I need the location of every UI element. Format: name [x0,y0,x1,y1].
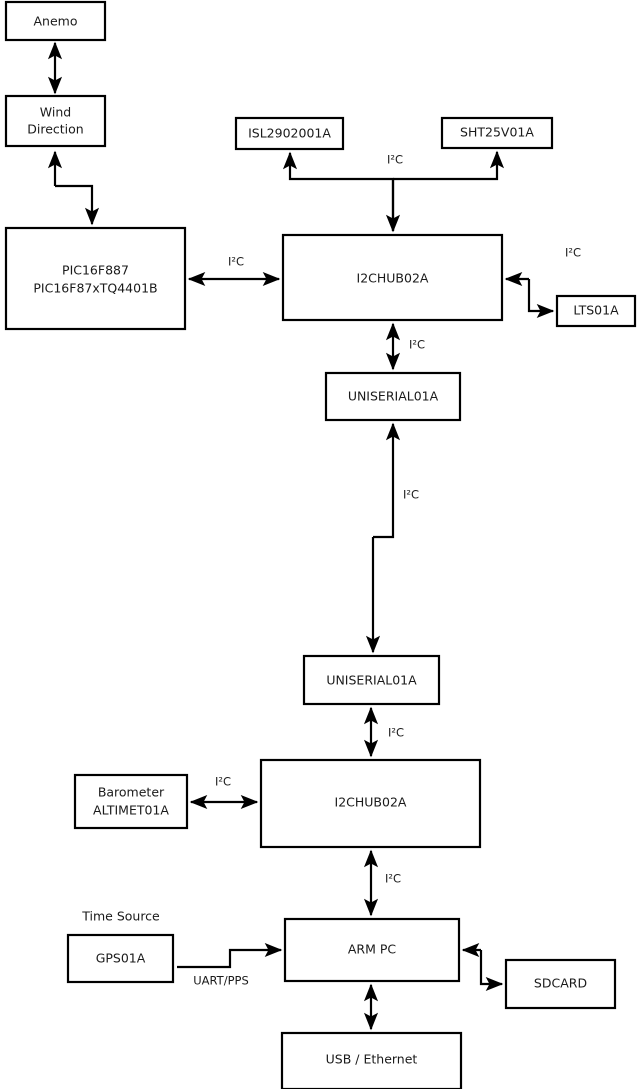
node-uniserial01a-lower[interactable]: UNISERIAL01A [302,654,441,706]
edge-label-i2c-uniserial-hub2: I²C [388,726,404,740]
node-i2chub02a-bottom-label: I2CHUB02A [335,795,407,810]
node-uniserial01a-lower-box[interactable] [302,654,441,706]
edge-label-i2c-uniserial-uniserial: I²C [403,488,419,502]
node-sdcard[interactable]: SDCARD [504,958,617,1010]
node-usb-ethernet[interactable]: USB / Ethernet [280,1031,463,1089]
node-pic-mcu-box[interactable] [4,226,187,331]
node-sdcard-label: SDCARD [534,976,587,991]
edge-label-i2c-hub2-armpc: I²C [385,872,401,886]
node-sht25v01a-label: SHT25V01A [460,125,534,140]
node-wind-direction-label-line1: Wind [40,105,71,120]
label-time-source: Time Source [81,909,160,924]
node-arm-pc-label: ARM PC [348,942,397,957]
edge-label-uart-pps: UART/PPS [193,974,249,988]
node-sht25v01a[interactable]: SHT25V01A [440,116,554,150]
edge-bus-to-sht [393,150,505,181]
node-anemo-box[interactable] [4,0,107,42]
node-i2chub02a-bottom-box[interactable] [259,758,482,849]
node-arm-pc[interactable]: ARM PC [283,917,461,983]
node-sht25v01a-box[interactable] [440,116,554,150]
node-lts01a[interactable]: LTS01A [555,294,637,328]
edge-label-i2c-barometer-hub2: I²C [215,775,231,789]
node-pic-mcu-label-line2: PIC16F87xTQ4401B [33,281,157,296]
node-anemo-label: Anemo [34,14,78,29]
edge-label-i2c-pic-hub: I²C [228,255,244,269]
node-isl2902001a-label: ISL2902001A [248,126,331,141]
edge-label-i2c-lts: I²C [565,246,581,260]
node-pic-mcu-label-line1: PIC16F887 [62,263,129,278]
node-isl2902001a-box[interactable] [234,116,345,151]
node-i2chub02a-bottom[interactable]: I2CHUB02A [259,758,482,849]
node-i2chub02a-top-label: I2CHUB02A [357,271,429,286]
node-barometer-label-line1: Barometer [98,785,165,800]
node-uniserial01a-upper-box[interactable] [324,371,462,422]
node-i2chub02a-top[interactable]: I2CHUB02A [281,233,504,322]
node-gps01a[interactable]: GPS01A [66,933,175,984]
node-wind-direction-label-line2: Direction [27,122,83,137]
node-gps01a-box[interactable] [66,933,175,984]
edge-gps-armpc [177,942,283,969]
node-barometer-label-line2: ALTIMET01A [93,803,169,818]
edge-uniserial-link-up [373,422,401,539]
node-barometer[interactable]: Barometer ALTIMET01A [73,773,189,830]
node-anemo[interactable]: Anemo [4,0,107,42]
node-usb-ethernet-label: USB / Ethernet [326,1052,418,1067]
node-uniserial01a-upper[interactable]: UNISERIAL01A [324,371,462,422]
node-uniserial01a-upper-label: UNISERIAL01A [348,389,439,404]
edge-lts-to-hubtop [527,279,555,319]
node-wind-direction[interactable]: Wind Direction [4,94,107,148]
node-usb-ethernet-box[interactable] [280,1031,463,1089]
edge-hubtop-top-bus [282,151,395,231]
node-wind-direction-box[interactable] [4,94,107,148]
node-barometer-box[interactable] [73,773,189,830]
node-isl2902001a[interactable]: ISL2902001A [234,116,345,151]
node-lts01a-label: LTS01A [573,303,619,318]
edge-sdcard-to-armpc [479,950,504,992]
node-gps01a-label: GPS01A [96,951,146,966]
node-pic-mcu[interactable]: PIC16F887 PIC16F87xTQ4401B [4,226,187,331]
edge-label-i2c-hub-uniserial: I²C [409,338,425,352]
node-lts01a-box[interactable] [555,294,637,328]
node-i2chub02a-top-box[interactable] [281,233,504,322]
node-uniserial01a-lower-label: UNISERIAL01A [326,673,417,688]
node-sdcard-box[interactable] [504,958,617,1010]
node-arm-pc-box[interactable] [283,917,461,983]
edge-label-i2c-top-bus: I²C [387,153,403,167]
edge-winddirection-pic-elbow [55,184,100,226]
